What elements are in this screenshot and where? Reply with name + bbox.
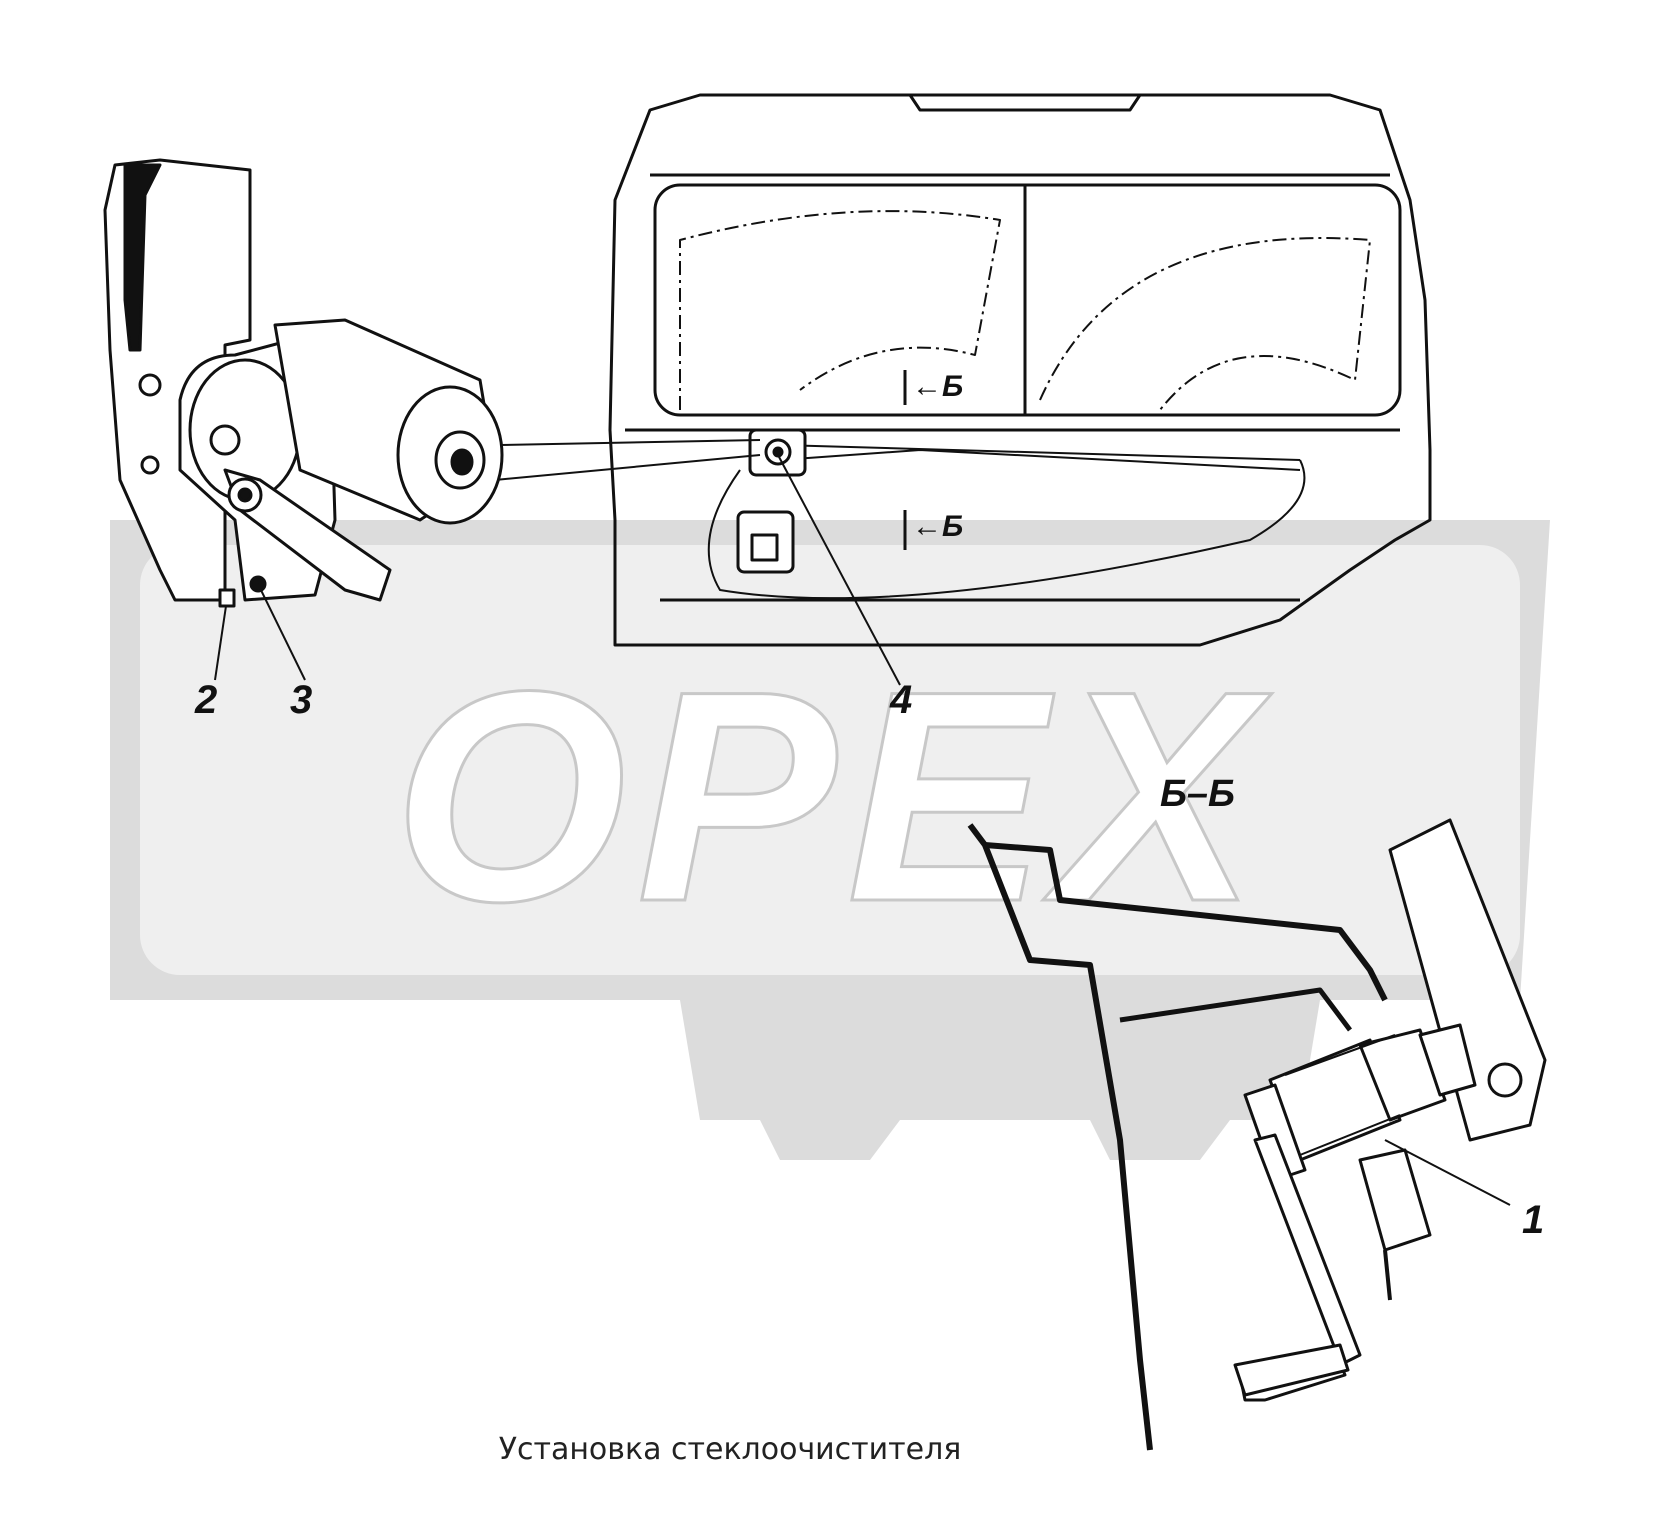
section-letter-lower: Б [942,510,964,543]
panel-profile-inner [984,842,1388,1002]
watermark-band [140,545,1520,975]
callout-1: 1 [1522,1198,1545,1242]
drawing-caption: Установка стеклоочистителя [498,1432,962,1467]
leader-3 [257,583,306,681]
section-arrow-lower: ← [912,510,942,543]
panel-profile-lower [1119,987,1352,1032]
callout-4: 4 [890,678,913,722]
section-letter-upper: Б [942,370,964,403]
bolt-item-2 [218,588,236,608]
wiper-linkage-rod [779,444,1301,471]
wiper-motor-exploded [103,158,504,608]
wiper-sweep-left [679,210,1001,410]
windshield-frame [653,183,1402,417]
section-mark-lower: ←Б [912,512,963,542]
wiring-harness [707,459,1306,600]
section-arrow-upper: ← [912,370,942,403]
bracket-slot [123,163,162,352]
connector-block [736,510,795,574]
section-view [967,818,1547,1451]
callout-2: 2 [195,678,218,722]
projection-lines [494,439,761,481]
leader-2 [214,605,227,681]
switch-item-1 [1243,1023,1477,1182]
leader-lines [214,454,1511,1206]
support-plate [1358,1148,1432,1252]
section-mark-upper: ←Б [912,372,963,402]
cab-visor [908,94,1142,112]
section-view-label: Б–Б [1160,773,1235,815]
leader-1 [1384,1139,1511,1206]
leader-4 [777,454,901,686]
cab-front-view [608,93,1432,647]
lever-handle [1233,1343,1350,1397]
watermark-text: OPEX [393,628,1272,964]
cab-wiper-motor [748,428,807,477]
callout-3: 3 [290,678,313,722]
wiper-sweep-right [1039,237,1371,411]
watermark-logo: OPEX [110,520,1550,1160]
cab-outline [608,93,1432,647]
